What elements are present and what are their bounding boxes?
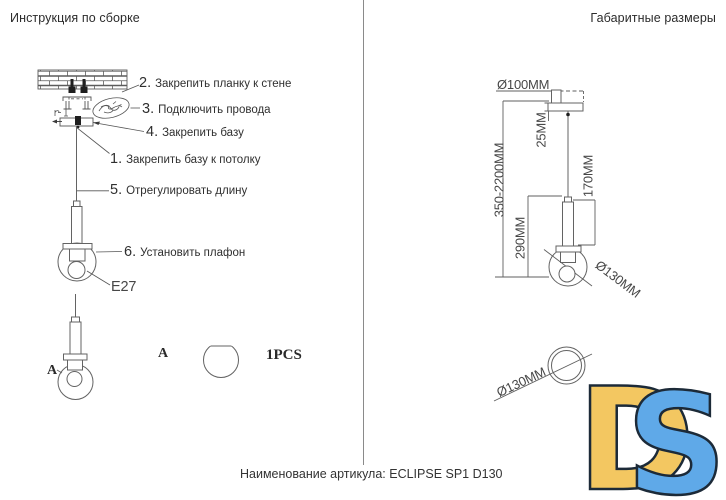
pendant-lamp-drawing [57, 126, 97, 282]
ceiling-base-drawing [52, 116, 94, 129]
step-2-number: 2. [139, 75, 152, 91]
dimensions-section-title: Габаритные размеры [590, 11, 716, 25]
section-divider [363, 0, 364, 465]
ds-logo: D S [579, 380, 726, 500]
logo-letter-s: S [626, 380, 726, 500]
legend-part-letter: A [158, 346, 169, 361]
dim-tube-length: 170MM [580, 154, 596, 198]
step-6-number: 6. [124, 244, 137, 260]
step-1-label: Закрепить базу к потолку [126, 154, 261, 166]
assembly-section-title: Инструкция по сборке [10, 11, 140, 25]
logo-letter-d: D [579, 380, 695, 500]
step-5-number: 5. [110, 182, 123, 198]
socket-label: E27 [111, 279, 137, 295]
legend-shade-icon [200, 338, 242, 378]
step-3-label: Подключить провода [158, 104, 271, 116]
step-2: 2. Закрепить планку к стене [139, 75, 291, 91]
dim-canopy-diameter: Ø100MM [497, 77, 550, 92]
step-4-label: Закрепить базу [162, 127, 244, 139]
step-1: 1. Закрепить базу к потолку [110, 151, 261, 167]
step-4-number: 4. [146, 124, 159, 140]
canopy-drawing [547, 89, 584, 112]
mounting-bracket-drawing [62, 96, 92, 110]
step-2-label: Закрепить планку к стене [155, 78, 292, 90]
callout-arrowhead [93, 121, 100, 125]
step-1-number: 1. [110, 151, 123, 167]
step-3: 3. Подключить провода [142, 101, 271, 117]
pendant-dimension-drawing [548, 111, 588, 287]
detail-a-label: A [47, 363, 58, 378]
dim-fixture-height: 290MM [512, 216, 528, 260]
hook-mark-drawing [54, 109, 68, 117]
step-5-label: Отрегулировать длину [126, 185, 248, 197]
step-6-label: Установить плафон [140, 247, 246, 259]
step-4: 4. Закрепить базу [146, 124, 244, 140]
step-6: 6. Установить плафон [124, 244, 245, 260]
legend-qty: 1PCS [266, 347, 302, 363]
lamp-part-a-drawing [56, 294, 94, 400]
wire-connection-oval-drawing [92, 97, 130, 119]
bottom-view-drawing [547, 346, 586, 385]
dim-suspension-range: 350-2200MM [491, 142, 507, 218]
dim-canopy-height: 25MM [533, 112, 549, 148]
wall-screws-drawing [68, 79, 88, 93]
callout-lines [75, 84, 145, 286]
footer-article-name: Наименование артикула: ECLIPSE SP1 D130 [240, 467, 503, 481]
step-5: 5. Отрегулировать длину [110, 182, 247, 198]
step-3-number: 3. [142, 101, 155, 117]
